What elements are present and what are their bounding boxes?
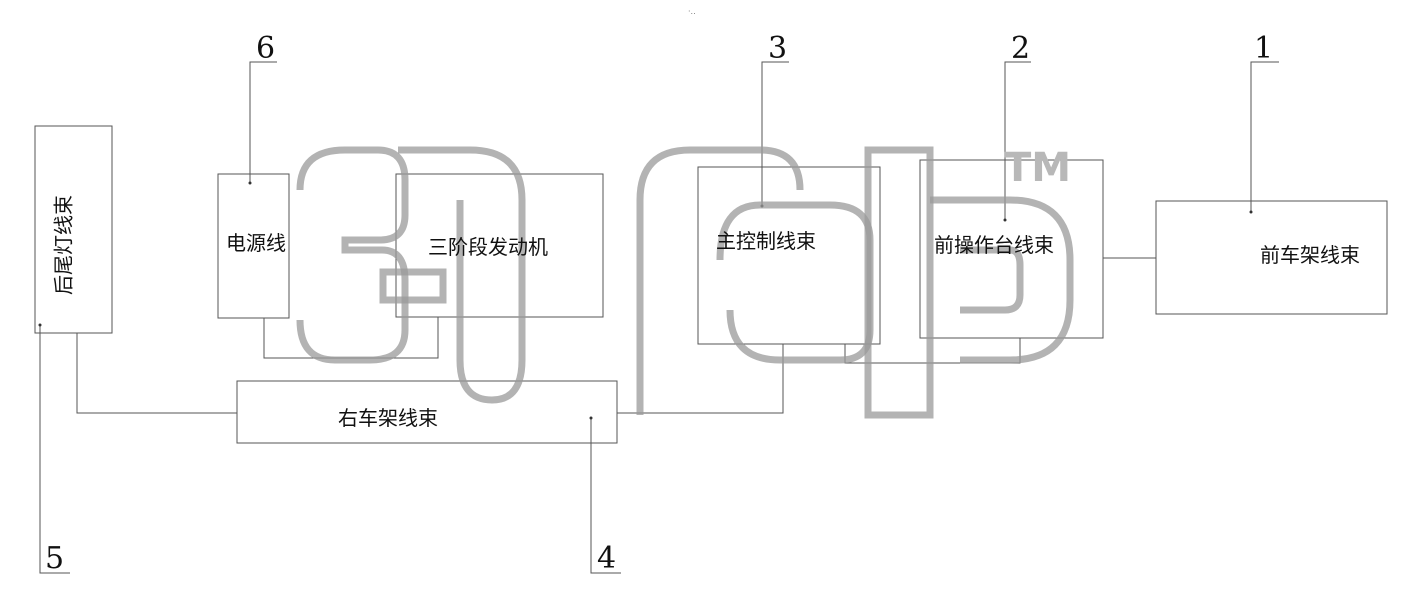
dot-2 [1003, 218, 1007, 222]
label-power-line: 电源线 [226, 231, 286, 255]
dot-1 [1249, 210, 1253, 214]
watermark-tm: TM [1004, 145, 1071, 191]
label-main-control-harness: 主控制线束 [716, 229, 816, 253]
dot-6 [248, 181, 252, 185]
leader-4 [590, 418, 621, 574]
wire-tail-to-right-frame [76, 333, 237, 414]
label-right-frame-harness: 右车架线束 [338, 406, 438, 430]
watermark-letter-5 [864, 146, 934, 419]
leader-2 [1004, 61, 1031, 220]
callout-6: 6 [256, 31, 275, 66]
watermark-letter-2 [398, 146, 526, 404]
watermark-letter-3 [636, 146, 804, 415]
callout-3: 3 [768, 31, 787, 66]
engine-box [395, 173, 604, 318]
label-engine: 三阶段发动机 [428, 235, 548, 259]
wire-right-frame-to-main [617, 344, 784, 414]
watermark-letter-6-inner [960, 246, 1024, 314]
leader-5 [39, 325, 70, 574]
leader-3 [761, 61, 789, 206]
main-control-harness-box [697, 166, 881, 345]
dot-4 [589, 416, 593, 420]
label-front-frame-harness: 前车架线束 [1260, 243, 1360, 267]
tail-light-harness-box [34, 125, 113, 334]
power-line-box [217, 173, 290, 319]
watermark-logo: TM [296, 145, 1074, 419]
callout-5: 5 [45, 541, 64, 576]
right-frame-harness-box [236, 380, 618, 444]
dot-5 [38, 323, 42, 327]
top-mark: ·.. [688, 7, 696, 16]
callout-4: 4 [597, 541, 616, 576]
watermark-letter-1 [296, 146, 409, 364]
callout-2: 2 [1011, 31, 1030, 66]
leader-1 [1250, 61, 1279, 212]
watermark-letter-6 [930, 196, 1074, 364]
front-console-harness-box [919, 159, 1104, 339]
wire-power-to-engine [263, 317, 439, 359]
callout-1: 1 [1254, 31, 1273, 66]
watermark-bar [379, 268, 447, 304]
label-tail-light-harness: 后尾灯线束 [52, 195, 76, 295]
leader-6 [249, 61, 277, 183]
label-front-console-harness: 前操作台线束 [934, 233, 1054, 257]
